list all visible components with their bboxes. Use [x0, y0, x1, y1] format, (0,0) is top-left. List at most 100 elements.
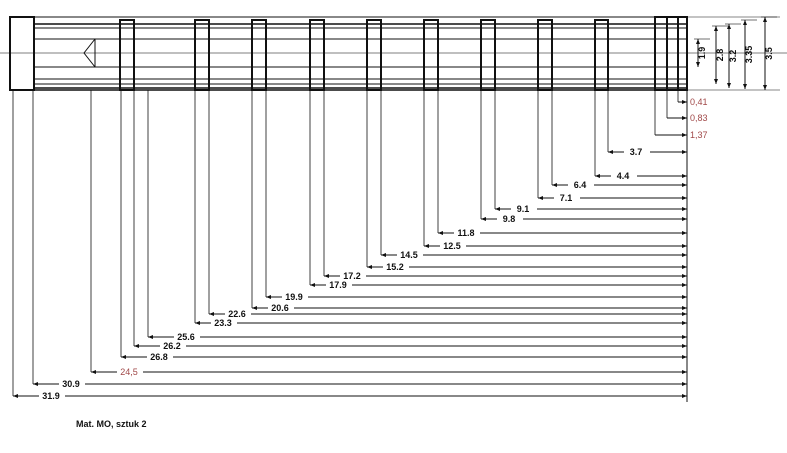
arrow-icon [252, 306, 257, 310]
length-label: 9.1 [517, 204, 530, 214]
length-label: 19.9 [285, 292, 303, 302]
groove-ring [480, 19, 496, 91]
length-label: 25.6 [177, 332, 195, 342]
arrow-icon [682, 150, 687, 154]
length-label: 26.2 [163, 341, 181, 351]
arrow-icon [538, 196, 543, 200]
arrow-icon [424, 244, 429, 248]
groove-ring [423, 19, 439, 91]
arrow-icon [696, 62, 700, 67]
arrow-icon [682, 312, 687, 316]
arrow-icon [682, 274, 687, 278]
length-label: 26.8 [150, 352, 168, 362]
groove-ring [194, 19, 210, 91]
length-label: 12.5 [443, 241, 461, 251]
arrow-icon [682, 100, 687, 104]
length-label: 15.2 [386, 262, 404, 272]
arrow-icon [195, 321, 200, 325]
groove-ring [537, 19, 553, 91]
arrow-icon [682, 174, 687, 178]
arrow-icon [682, 217, 687, 221]
arrow-icon [682, 116, 687, 120]
arrow-icon [682, 344, 687, 348]
arrow-icon [324, 274, 329, 278]
arrow-icon [608, 150, 613, 154]
arrow-icon [91, 370, 96, 374]
arrow-icon [682, 253, 687, 257]
groove-ring [119, 19, 135, 91]
length-label: 20.6 [271, 303, 289, 313]
arrow-icon [763, 85, 767, 90]
arrow-icon [682, 335, 687, 339]
arrow-icon [209, 312, 214, 316]
arrow-icon [134, 344, 139, 348]
diameter-label: 3.35 [744, 46, 754, 64]
arrow-icon [367, 265, 372, 269]
arrow-icon [682, 321, 687, 325]
groove-ring [309, 19, 325, 91]
arrow-icon [714, 79, 718, 84]
length-label: 22.6 [228, 309, 246, 319]
arrow-icon [714, 26, 718, 31]
diameter-label: 2.8 [715, 49, 725, 62]
length-label: 3.7 [630, 147, 643, 157]
length-label: 23.3 [214, 318, 232, 328]
end-collar [677, 16, 688, 91]
length-label: 6.4 [574, 180, 587, 190]
diameter-label: 1.9 [697, 47, 707, 60]
groove-ring [594, 19, 609, 91]
material-note: Mat. MO, sztuk 2 [76, 419, 147, 429]
diameter-label: 3.5 [764, 47, 774, 60]
arrow-icon [696, 39, 700, 44]
arrow-icon [682, 133, 687, 137]
arrow-icon [763, 17, 767, 22]
drill-tip [83, 38, 96, 68]
arrow-icon [121, 355, 126, 359]
arrow-icon [13, 394, 18, 398]
arrow-icon [682, 370, 687, 374]
arrow-icon [682, 196, 687, 200]
arrow-icon [310, 283, 315, 287]
head [9, 16, 35, 91]
arrow-icon [148, 335, 153, 339]
arrow-icon [438, 231, 443, 235]
arrow-icon [481, 217, 486, 221]
length-label: 17.2 [343, 271, 361, 281]
arrow-icon [682, 244, 687, 248]
arrow-icon [33, 382, 38, 386]
arrow-icon [727, 24, 731, 29]
length-label: 9.8 [503, 214, 516, 224]
arrow-icon [727, 83, 731, 88]
arrow-icon [743, 20, 747, 25]
arrow-icon [595, 174, 600, 178]
arrow-icon [682, 306, 687, 310]
length-label: 7.1 [560, 193, 573, 203]
length-label: 11.8 [457, 228, 474, 238]
length-label: 24,5 [120, 367, 138, 377]
length-label: 31.9 [42, 391, 60, 401]
arrow-icon [682, 355, 687, 359]
arrow-icon [682, 283, 687, 287]
small-length-label: 0,83 [690, 113, 708, 123]
length-label: 4.4 [617, 171, 630, 181]
arrow-icon [682, 183, 687, 187]
length-label: 17.9 [329, 280, 347, 290]
length-label: 30.9 [62, 379, 80, 389]
arrow-icon [682, 207, 687, 211]
arrow-icon [552, 183, 557, 187]
small-length-label: 1,37 [690, 130, 708, 140]
small-length-label: 0,41 [690, 97, 708, 107]
arrow-icon [682, 394, 687, 398]
arrow-icon [381, 253, 386, 257]
arrow-icon [743, 84, 747, 89]
length-label: 14.5 [400, 250, 418, 260]
arrow-icon [682, 265, 687, 269]
arrow-icon [266, 295, 271, 299]
arrow-icon [682, 382, 687, 386]
diameter-label: 3.2 [728, 50, 738, 63]
arrow-icon [495, 207, 500, 211]
arrow-icon [682, 295, 687, 299]
groove-ring [366, 19, 382, 91]
